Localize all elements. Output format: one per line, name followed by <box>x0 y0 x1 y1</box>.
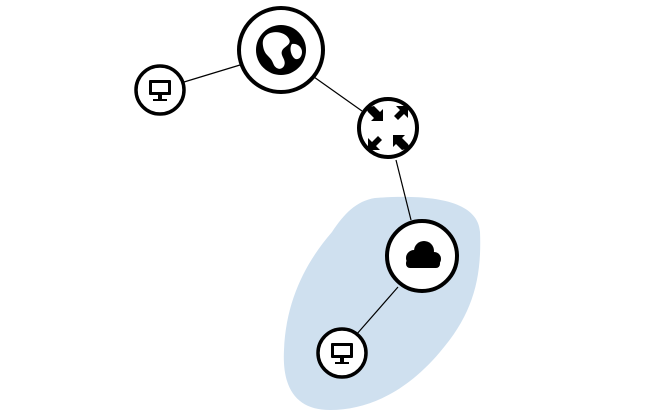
link-workstation-internet <box>183 64 241 83</box>
node-internet[interactable] <box>237 6 325 94</box>
monitor-icon <box>331 343 353 364</box>
link-internet-router <box>313 76 363 112</box>
node-cloud[interactable] <box>385 219 459 293</box>
cloud-icon <box>406 241 441 268</box>
node-router[interactable] <box>357 97 419 159</box>
link-router-cloud <box>395 159 412 221</box>
group-region <box>283 196 481 410</box>
link-cloud-workstation <box>355 286 399 336</box>
links <box>183 64 412 336</box>
node-workstation-top[interactable] <box>134 64 186 116</box>
node-workstation-bottom[interactable] <box>316 327 368 379</box>
globe-icon <box>256 25 306 75</box>
router-arrows-icon <box>366 106 410 150</box>
monitor-icon <box>149 80 171 101</box>
